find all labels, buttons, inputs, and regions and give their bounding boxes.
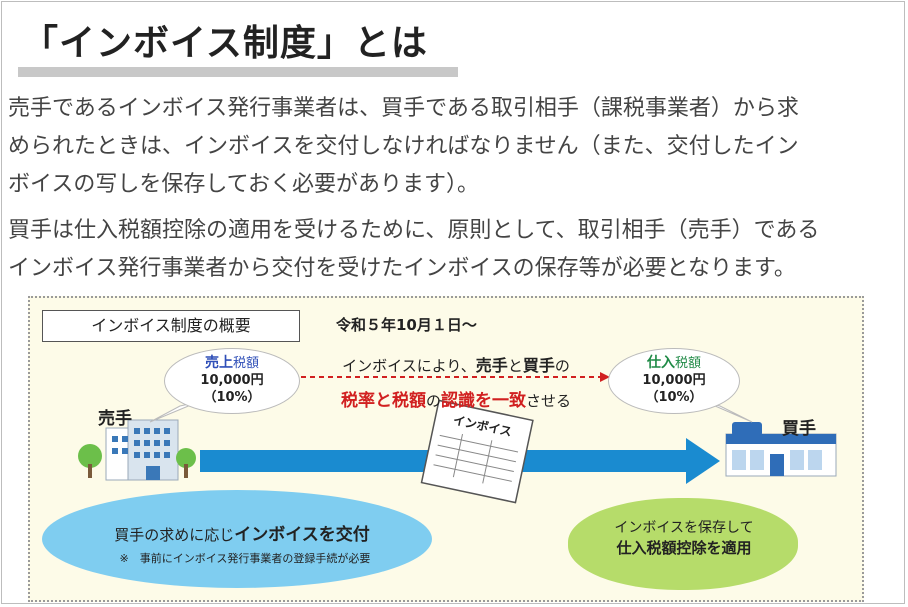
paragraph-line: 買手は仕入税額控除の適用を受けるために、原則として、取引相手（売手）である [8,218,820,243]
buyer-action-line1: インボイスを保存して [614,520,754,536]
seller-action-bold: インボイスを交付 [234,525,370,545]
paragraph-seller-obligation: 売手であるインボイス発行事業者は、買手である取引相手（課税事業者）から求 められ… [8,90,799,204]
caption-pre: インボイスにより、 [342,357,476,375]
paragraph-line: められたときは、インボイスを交付しなければなりません（また、交付したイン [8,134,799,159]
caption-and: と [507,357,523,375]
middle-caption-line1: インボイスにより、売手と買手の [313,352,599,376]
seller-tax-suffix: 税額 [232,356,259,371]
middle-caption-line2: 税率と税額の認識を一致させる [313,386,599,411]
caption-post: の [554,357,570,375]
registration-note: ※ 事前にインボイス発行事業者の登録手続が必要 [119,552,371,565]
page-title: 「インボイス制度」とは [22,23,428,64]
caption-seller: 売手 [475,356,508,375]
seller-tax-amount: 10,000円 [200,373,264,388]
buyer-tax-bubble: 仕入税額 10,000円 （10%） [608,348,740,414]
title-underline [18,67,458,77]
paragraph-line: 売手であるインボイス発行事業者は、買手である取引相手（課税事業者）から求 [8,96,799,121]
seller-building-icon [78,419,196,481]
seller-tax-name: 売上 [204,355,233,371]
caption-no: の [425,392,441,410]
buyer-action-cloud [568,498,798,590]
seller-action-text: 買手の求めに応じインボイスを交付 [82,520,402,545]
buyer-tax-suffix: 税額 [674,356,701,371]
seller-action-pre: 買手の求めに応じ [114,526,235,544]
invoice-document-icon: インボイス [420,399,534,504]
paragraph-buyer-obligation: 買手は仕入税額控除の適用を受けるために、原則として、取引相手（売手）である イン… [8,212,819,288]
caption-buyer: 買手 [522,356,555,375]
caption-saseru: させる [526,392,572,410]
seller-action-cloud [42,490,432,588]
seller-tax-bubble: 売上税額 10,000円 （10%） [164,348,300,414]
buyer-tax-rate: （10%） [645,390,703,405]
seller-tax-rate: （10%） [203,390,261,405]
caption-align-recognition: 認識を一致 [441,391,526,411]
caption-rate-and-amount: 税率と税額 [340,391,426,411]
buyer-tax-name: 仕入 [646,355,675,371]
buyer-tax-amount: 10,000円 [642,373,706,388]
buyer-action-text: インボイスを保存して 仕入税額控除を適用 [578,518,790,558]
buyer-store-icon [725,422,837,477]
overview-label: インボイス制度の概要 [42,310,300,342]
buyer-action-line2: 仕入税額控除を適用 [616,539,752,557]
paragraph-line: インボイス発行事業者から交付を受けたインボイスの保存等が必要となります。 [8,256,796,281]
seller-label: 売手 [98,409,132,429]
paragraph-line: ボイスの写しを保存しておく必要があります）。 [8,172,480,197]
diagram-graphics: インボイス [78,372,837,504]
invoice-system-diagram: インボイス制度の概要 令和５年10月１日〜 買手の求めに応じインボイスを交付 ※… [28,296,864,602]
buyer-label: 買手 [782,419,816,439]
start-date-label: 令和５年10月１日〜 [336,316,477,334]
